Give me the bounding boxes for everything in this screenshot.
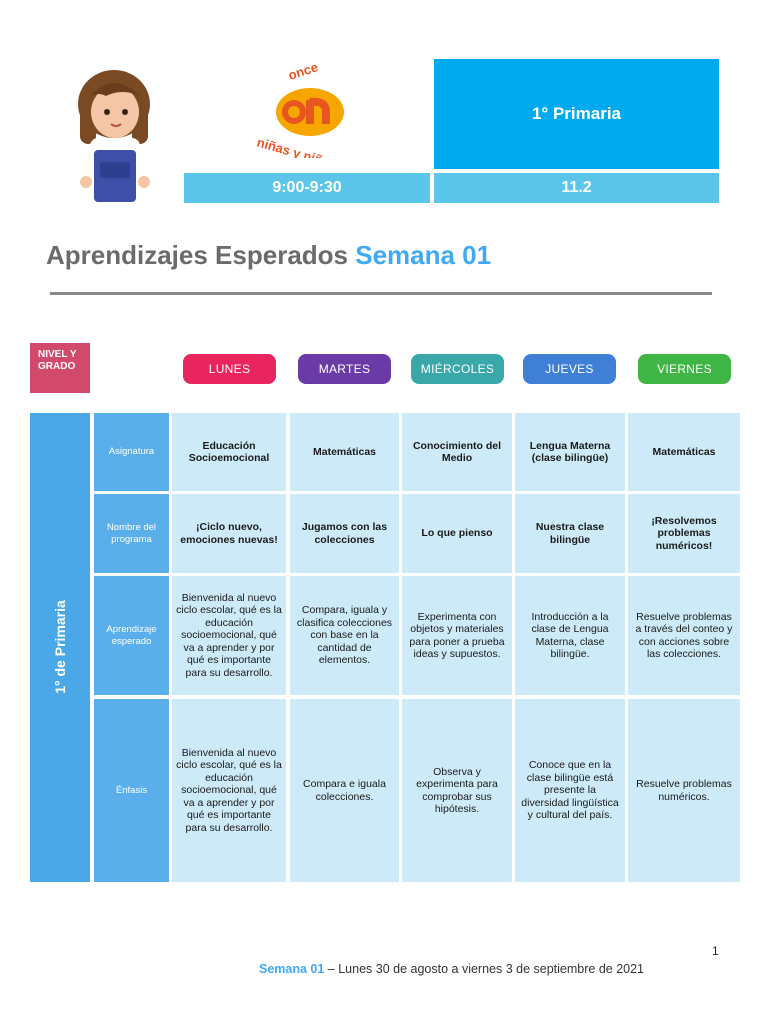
table-cell: Observa y experimenta para comprobar sus… [402,699,512,882]
time-slot: 9:00-9:30 [184,173,430,203]
table-cell: Lo que pienso [402,494,512,573]
table-cell: Compara, iguala y clasifica colecciones … [290,576,399,695]
day-pill-martes: MARTES [298,354,391,384]
day-pill-miercoles: MIÉRCOLES [411,354,504,384]
footer-text: Semana 01 – Lunes 30 de agosto a viernes… [259,962,644,976]
once-ninos-logo: once niñas y niños [250,59,366,172]
table-cell: Matemáticas [290,413,399,491]
table-cell: Introducción a la clase de Lengua Matern… [515,576,625,695]
title-divider [50,292,712,295]
table-cell: Educación Socioemocional [172,413,286,491]
table-cell: Matemáticas [628,413,740,491]
page-title: Aprendizajes Esperados Semana 01 [46,240,491,271]
table-cell: Jugamos con las colecciones [290,494,399,573]
logo-text-top: once [286,64,319,83]
table-cell: Bienvenida al nuevo ciclo escolar, qué e… [172,699,286,882]
table-cell: Conocimiento del Medio [402,413,512,491]
side-grade-label: 1° de Primaria [30,413,90,882]
table-cell: ¡Resolvemos problemas numéricos! [628,494,740,573]
title-main: Aprendizajes Esperados [46,240,356,270]
footer-week: Semana 01 [259,962,325,976]
level-grade-tag: NIVEL Y GRADO [30,343,90,393]
table-cell: Experimenta con objetos y materiales par… [402,576,512,695]
program-code: 11.2 [434,173,719,203]
table-cell: Lengua Materna (clase bilingüe) [515,413,625,491]
table-cell: Resuelve problemas a través del conteo y… [628,576,740,695]
row-header-nombre-programa: Nombre del programa [94,494,169,573]
title-week: Semana 01 [355,240,492,270]
footer-dates: – Lunes 30 de agosto a viernes 3 de sept… [324,962,644,976]
table-cell: Nuestra clase bilingüe [515,494,625,573]
day-pill-lunes: LUNES [183,354,276,384]
table-cell: Bienvenida al nuevo ciclo escolar, qué e… [172,576,286,695]
logo-text-bottom: niñas y niños [255,134,339,158]
row-header-enfasis: Énfasis [94,699,169,882]
row-header-asignatura: Asignatura [94,413,169,491]
table-cell: Resuelve problemas numéricos. [628,699,740,882]
page-number: 1 [712,944,719,958]
girl-illustration [70,66,162,206]
side-grade-text: 1° de Primaria [52,600,68,694]
day-pill-viernes: VIERNES [638,354,731,384]
row-header-aprendizaje-esperado: Aprendizaje esperado [94,576,169,695]
day-pill-jueves: JUEVES [523,354,616,384]
table-cell: ¡Ciclo nuevo, emociones nuevas! [172,494,286,573]
grade-banner: 1° Primaria [434,59,719,169]
table-cell: Conoce que en la clase bilingüe está pre… [515,699,625,882]
table-cell: Compara e iguala colecciones. [290,699,399,882]
